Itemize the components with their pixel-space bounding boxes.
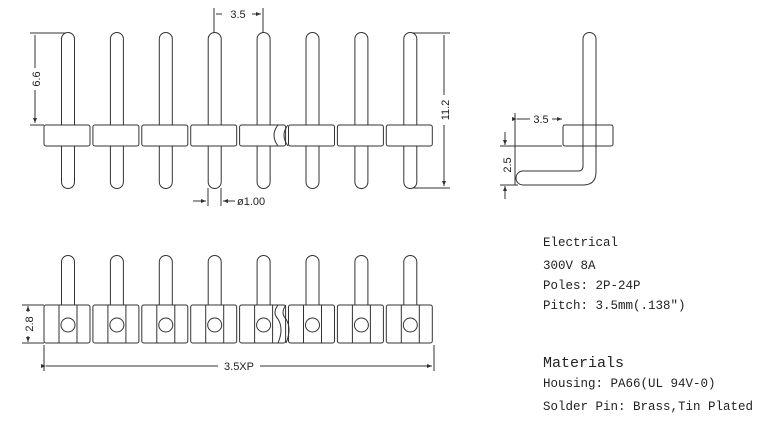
pitch-dim: 3.5 [230, 9, 245, 21]
screw-hole [158, 317, 174, 333]
housing-segment [336, 124, 384, 147]
pin-upper [61, 32, 75, 125]
housing-segment [288, 124, 335, 147]
housing-segment-front [43, 304, 91, 344]
electrical-heading: Electrical [543, 236, 619, 250]
pin-diameter-dim: ø1.00 [237, 196, 265, 208]
pin-upper [109, 32, 124, 125]
screw-hole [256, 317, 272, 333]
screw-hole [402, 317, 418, 333]
solder-pin-text: Solder Pin: Brass,Tin Plated [543, 400, 754, 414]
top-view [43, 32, 433, 189]
housing-segment [190, 124, 238, 147]
screw-hole [305, 317, 320, 333]
overall-height-dim: 11.2 [440, 100, 452, 121]
screw-hole [60, 317, 76, 333]
side-offset-dim: 3.5 [533, 114, 548, 126]
housing-text: Housing: PA66(UL 94V-0) [543, 377, 716, 391]
pin-upper [256, 32, 271, 125]
pin-lower [109, 146, 124, 189]
pin-lower [256, 146, 271, 189]
pin-upper [403, 32, 418, 125]
pin-lower [207, 146, 222, 189]
pin-front [158, 255, 173, 305]
housing-segment-front [92, 304, 140, 344]
pin-front [305, 255, 320, 305]
housing-segment [43, 124, 91, 147]
break-mark [273, 124, 289, 147]
side-bend-dim: 2.5 [502, 157, 514, 172]
screw-hole [207, 317, 223, 333]
side-view: 3.5 2.5 [500, 32, 614, 199]
pin-lower [305, 146, 320, 189]
housing-segment-front [288, 304, 335, 344]
housing-segment-front [336, 304, 384, 344]
housing-segment-front [239, 304, 287, 344]
housing-segment [92, 124, 140, 147]
pin-front [61, 255, 75, 305]
rating-text: 300V 8A [543, 259, 596, 273]
pin-upper [158, 32, 173, 125]
housing-segment [239, 124, 287, 147]
pin-upper [305, 32, 320, 125]
dimension-lines: 3.5 6.6 11.2 ø1.00 2.8 3.5XP [22, 8, 452, 373]
pin-lower [61, 146, 75, 189]
side-housing [562, 124, 614, 147]
housing-segment-front [385, 304, 433, 344]
overall-length-dim: 3.5XP [224, 361, 254, 373]
pin-lower [403, 146, 418, 189]
pin-upper [207, 32, 222, 125]
front-view [43, 255, 433, 344]
housing-height-dim: 2.8 [24, 316, 36, 331]
materials-heading: Materials [543, 355, 625, 372]
pin-lower [354, 146, 369, 189]
pin-front [354, 255, 369, 305]
housing-segment-front [141, 304, 189, 344]
pin-front [109, 255, 124, 305]
housing-segment-front [190, 304, 238, 344]
pin-length-dim: 6.6 [31, 71, 43, 86]
pin-front [403, 255, 418, 305]
pitch-text: Pitch: 3.5mm(.138") [543, 299, 686, 313]
pin-front [256, 255, 271, 305]
housing-segment [141, 124, 189, 147]
screw-hole [353, 317, 369, 333]
pin-lower [158, 146, 173, 189]
pin-front [207, 255, 222, 305]
break-mark [274, 304, 290, 344]
housing-segment [385, 124, 433, 147]
side-pin [515, 32, 597, 186]
poles-text: Poles: 2P-24P [543, 279, 641, 293]
pin-upper [354, 32, 369, 125]
screw-hole [109, 317, 125, 333]
